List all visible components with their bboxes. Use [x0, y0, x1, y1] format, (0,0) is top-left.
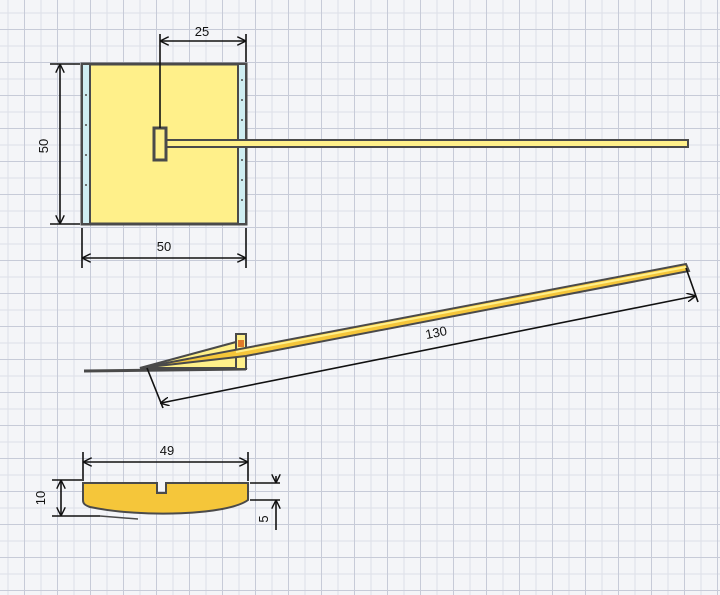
dim-height-top-label: 50: [36, 139, 51, 153]
dim-width-top-label: 50: [157, 239, 171, 254]
top-view: 50 50 25: [36, 24, 689, 268]
dim-width-top: [81, 228, 247, 268]
side-joint-marker: [238, 340, 244, 347]
section-base-line: [99, 515, 139, 520]
handle-top: [159, 139, 689, 148]
dim-width-section: [82, 452, 249, 481]
side-handle-highlight: [235, 266, 687, 353]
dim-edge-section-label: 5: [256, 515, 271, 522]
dim-height-top: [50, 63, 80, 225]
side-view: 130: [83, 262, 699, 409]
dim-length-side: [146, 267, 699, 409]
section-view: 49 10 5: [33, 443, 280, 530]
handle-slot: [152, 126, 168, 162]
left-edge-strip: [81, 63, 91, 225]
section-profile: [82, 482, 249, 515]
dim-length-side-label: 130: [424, 323, 448, 342]
dim-height-section-label: 10: [33, 491, 48, 505]
dim-edge-section: [250, 476, 280, 530]
side-blade-edge: [83, 367, 247, 373]
dim-offset-top-label: 25: [195, 24, 209, 39]
dim-offset-top: [159, 34, 247, 128]
dim-height-section: [52, 479, 100, 517]
edge-rivets: [85, 79, 243, 201]
dim-width-section-label: 49: [160, 443, 174, 458]
